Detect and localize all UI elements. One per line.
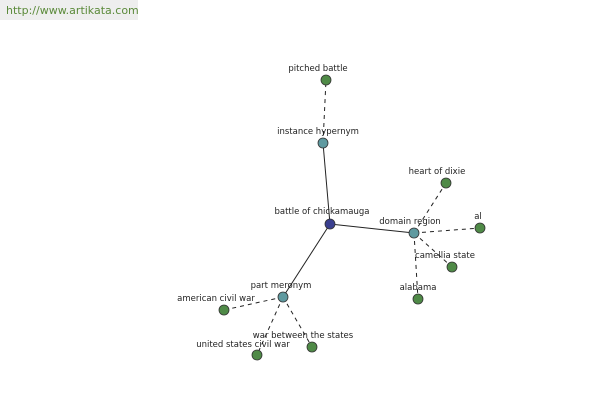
node-label-camellia: camellia state xyxy=(415,251,475,261)
node-label-al: al xyxy=(474,212,482,222)
edge-domain-camellia xyxy=(413,232,453,268)
node-label-alabama: alabama xyxy=(400,283,437,293)
edge-center-domain xyxy=(329,223,415,234)
node-camellia[interactable] xyxy=(446,261,458,273)
graph-edges xyxy=(223,79,481,356)
node-part[interactable] xyxy=(277,291,289,303)
edge-part-wbts xyxy=(282,296,313,348)
graph-nodes xyxy=(218,74,486,361)
node-al[interactable] xyxy=(474,222,486,234)
node-inst[interactable] xyxy=(317,137,329,149)
node-domain[interactable] xyxy=(408,227,420,239)
node-label-part: part meronym xyxy=(251,281,312,291)
node-label-wbts: war between the states xyxy=(253,331,354,341)
edge-part-acw xyxy=(223,296,284,311)
node-label-inst: instance hypernym xyxy=(277,127,359,137)
node-center[interactable] xyxy=(324,218,336,230)
node-alabama[interactable] xyxy=(412,293,424,305)
node-uscw[interactable] xyxy=(251,349,263,361)
edge-domain-alabama xyxy=(413,232,419,300)
node-label-domain: domain region xyxy=(379,217,440,227)
node-label-uscw: united states civil war xyxy=(196,340,290,350)
node-acw[interactable] xyxy=(218,304,230,316)
node-label-acw: american civil war xyxy=(177,294,255,304)
edge-domain-dixie xyxy=(413,182,447,234)
node-label-pitched: pitched battle xyxy=(288,64,347,74)
edge-center-part xyxy=(282,223,331,298)
edge-domain-al xyxy=(413,227,481,234)
node-label-center: battle of chickamauga xyxy=(274,207,369,217)
edge-part-uscw xyxy=(256,296,284,356)
node-dixie[interactable] xyxy=(440,177,452,189)
edge-inst-pitched xyxy=(322,79,327,144)
graph-labels: battle of chickamauga instance hypernym pi… xyxy=(177,64,482,350)
watermark-bar: http://www.artikata.com xyxy=(0,0,139,20)
node-label-dixie: heart of dixie xyxy=(409,167,466,177)
node-pitched[interactable] xyxy=(320,74,332,86)
watermark-url[interactable]: http://www.artikata.com xyxy=(6,4,139,17)
node-wbts[interactable] xyxy=(306,341,318,353)
edge-center-inst xyxy=(322,142,331,225)
